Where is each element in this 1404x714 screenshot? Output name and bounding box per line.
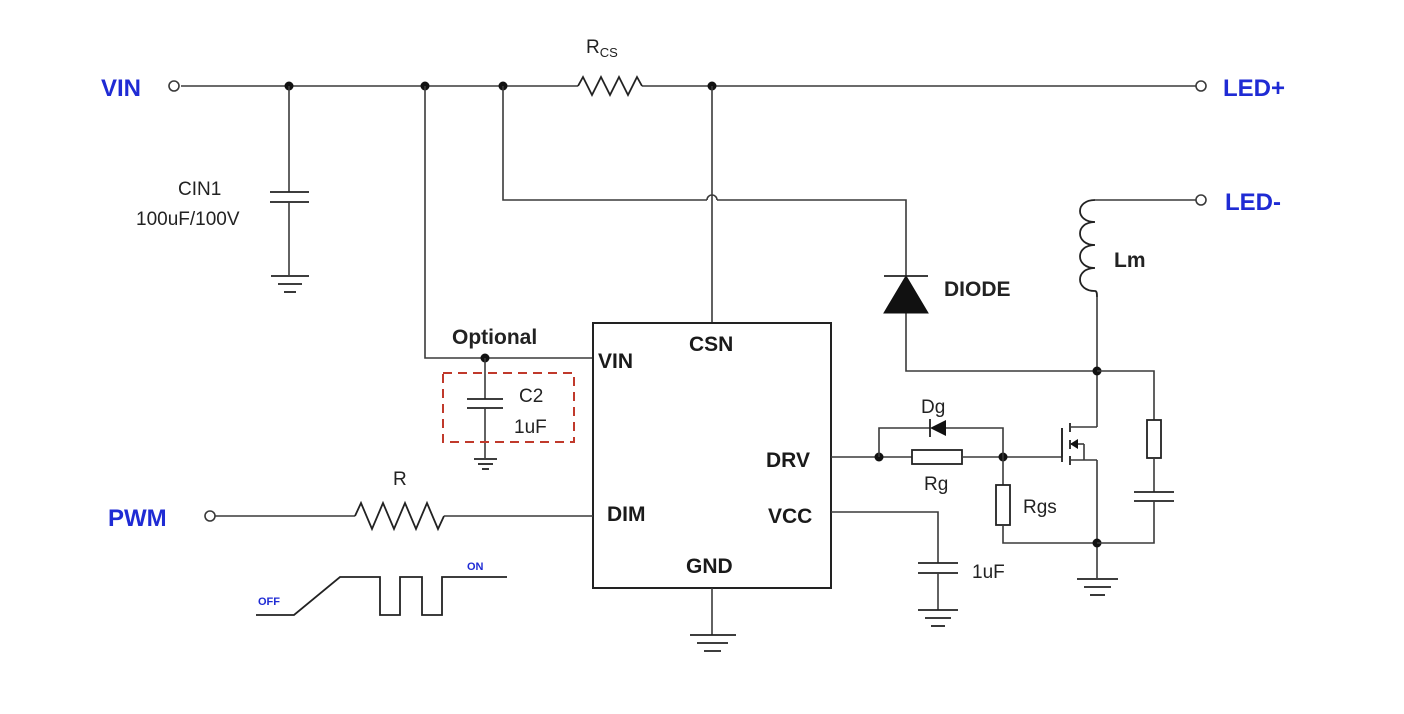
diode-symbol	[883, 275, 929, 314]
ic-pin-dim: DIM	[607, 503, 646, 526]
pwm-terminal	[204, 510, 216, 522]
cin1-value-label: 100uF/100V	[136, 209, 240, 230]
cin1-name-label: CIN1	[178, 179, 221, 200]
ic-ground-icon	[690, 634, 736, 652]
rc-snubber	[1097, 370, 1174, 544]
vcc-capacitor-label: 1uF	[972, 562, 1005, 583]
led-plus-terminal	[1195, 80, 1207, 92]
diode-branch-wire	[502, 86, 1097, 372]
rgs-label: Rgs	[1023, 497, 1057, 518]
rg-resistor	[911, 449, 1062, 465]
diode-label: DIODE	[944, 278, 1011, 301]
vin-to-ic-wire	[424, 86, 593, 359]
inductor-lm	[1079, 199, 1196, 298]
dim-resistor	[215, 500, 593, 532]
mosfet-ground-icon	[1077, 578, 1118, 596]
c2-name-label: C2	[519, 386, 543, 407]
c2-capacitor	[467, 358, 503, 458]
rgs-resistor	[995, 457, 1097, 544]
rg-label: Rg	[924, 474, 948, 495]
cin1-ground-icon	[271, 275, 309, 293]
pwm-off-label: OFF	[258, 596, 280, 608]
ic-pin-vin: VIN	[598, 350, 633, 373]
led-minus-port-label: LED-	[1225, 189, 1281, 216]
dim-resistor-label: R	[393, 469, 407, 490]
rcs-resistor	[577, 74, 643, 98]
cin1-capacitor	[270, 86, 309, 275]
vin-port-label: VIN	[101, 75, 141, 102]
optional-label: Optional	[452, 326, 537, 349]
led-minus-terminal	[1195, 194, 1207, 206]
optional-dashed-box	[442, 372, 575, 443]
led-plus-port-label: LED+	[1223, 75, 1285, 102]
driver-ic	[592, 322, 832, 589]
vin-terminal	[168, 80, 180, 92]
pwm-port-label: PWM	[108, 505, 167, 532]
dg-diode	[878, 419, 1004, 457]
c2-value-label: 1uF	[514, 417, 547, 438]
ic-pin-gnd: GND	[686, 555, 733, 578]
ic-pin-csn: CSN	[689, 333, 733, 356]
inductor-label: Lm	[1114, 249, 1146, 272]
c2-ground-icon	[474, 458, 497, 470]
pwm-waveform-icon	[256, 576, 507, 616]
vcc-ground-icon	[918, 609, 958, 627]
pwm-on-label: ON	[467, 561, 484, 573]
dg-label: Dg	[921, 397, 945, 418]
vcc-capacitor	[831, 511, 958, 610]
ic-pin-vcc: VCC	[768, 505, 812, 528]
mosfet-symbol	[1061, 423, 1097, 465]
ic-pin-drv: DRV	[766, 449, 810, 472]
rcs-label: RCS	[586, 37, 618, 60]
